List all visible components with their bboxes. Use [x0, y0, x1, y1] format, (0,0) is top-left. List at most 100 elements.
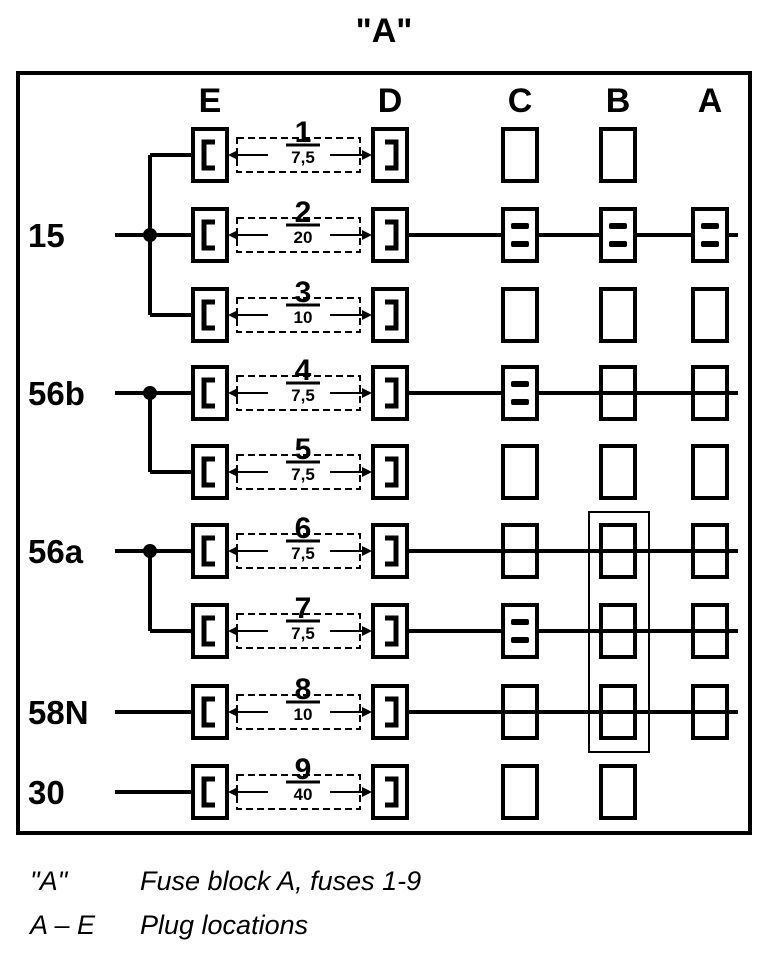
plug-box-d [371, 365, 409, 421]
terminal-label: 56a [28, 533, 84, 570]
plug-column-label: A [698, 82, 723, 120]
fuse-rating: 20 [294, 228, 313, 247]
fuse: 220 [228, 196, 372, 253]
legend-text: Plug locations [140, 910, 309, 940]
plug-box-d [371, 764, 409, 820]
plug-column-label: D [378, 82, 403, 120]
plug-box-d [371, 523, 409, 579]
arrow-right-icon [362, 546, 372, 556]
plug-box-d [371, 684, 409, 740]
plug-box-c [501, 684, 539, 740]
terminal-label: 58N [28, 694, 89, 731]
arrow-right-icon [362, 467, 372, 477]
plug-box-c [501, 287, 539, 343]
plug-box-d [371, 127, 409, 183]
plug-box-e [191, 523, 229, 579]
plug-box-b [599, 287, 637, 343]
fuse-rating: 10 [294, 308, 313, 327]
fuse: 17,5 [228, 116, 372, 173]
plug-box-d [371, 603, 409, 659]
legend-text: Fuse block A, fuses 1-9 [140, 866, 422, 896]
fuse-number: 4 [295, 354, 312, 387]
plug-box-e [191, 287, 229, 343]
legend-row-1: "A" Fuse block A, fuses 1-9 [30, 866, 421, 897]
fuse: 57,5 [228, 433, 372, 490]
plug-box-d [371, 207, 409, 263]
arrow-right-icon [362, 626, 372, 636]
fuse-rating: 7,5 [291, 148, 315, 167]
plug-box-e [191, 764, 229, 820]
diagram-title: "A" [356, 12, 413, 50]
plug-box-e [191, 207, 229, 263]
plug-box-e [191, 603, 229, 659]
plug-box-c [501, 603, 539, 659]
plug-group-outline [588, 511, 650, 753]
plug-box-c [501, 523, 539, 579]
fuse: 810 [228, 673, 372, 730]
plug-box-c [501, 444, 539, 500]
plug-box-c [501, 365, 539, 421]
plug-box-a [691, 684, 729, 740]
fuse-number: 8 [295, 673, 312, 706]
plug-box-e [191, 444, 229, 500]
plug-box-c [501, 764, 539, 820]
plug-box-a [691, 287, 729, 343]
arrow-left-icon [228, 787, 238, 797]
arrow-left-icon [228, 707, 238, 717]
arrow-right-icon [362, 310, 372, 320]
arrow-left-icon [228, 626, 238, 636]
fuse: 67,5 [228, 512, 372, 569]
arrow-right-icon [362, 150, 372, 160]
plug-column-label: E [199, 82, 222, 120]
plug-box-d [371, 287, 409, 343]
plug-box-a [691, 444, 729, 500]
plug-box-e [191, 365, 229, 421]
plug-box-b [599, 684, 637, 740]
plug-box-b [599, 523, 637, 579]
terminal-label: 30 [28, 774, 65, 811]
plug-box-e [191, 127, 229, 183]
plug-box-c [501, 127, 539, 183]
fuse-number: 5 [295, 433, 312, 466]
fuse-rating: 40 [294, 785, 313, 804]
terminal-label: 56b [28, 375, 85, 412]
arrow-right-icon [362, 230, 372, 240]
plug-box-b [599, 603, 637, 659]
fuse-block-frame [16, 71, 752, 835]
fuse-rating: 7,5 [291, 386, 315, 405]
arrow-right-icon [362, 388, 372, 398]
fuse-rating: 7,5 [291, 624, 315, 643]
arrow-left-icon [228, 230, 238, 240]
arrow-left-icon [228, 467, 238, 477]
legend-key: "A" [30, 866, 68, 896]
fuse-rating: 7,5 [291, 465, 315, 484]
plug-box-b [599, 365, 637, 421]
plug-box-a [691, 603, 729, 659]
fuse: 77,5 [228, 592, 372, 649]
fuse-number: 1 [295, 116, 312, 149]
plug-box-e [191, 684, 229, 740]
fuse: 47,5 [228, 354, 372, 411]
fuse-number: 9 [295, 753, 312, 786]
fuse: 310 [228, 276, 372, 333]
plug-box-b [599, 444, 637, 500]
plug-box-b [599, 127, 637, 183]
fuse-rating: 7,5 [291, 544, 315, 563]
terminal-label: 15 [28, 217, 65, 254]
fuse: 940 [228, 753, 372, 810]
arrow-left-icon [228, 310, 238, 320]
fuse-number: 2 [295, 196, 312, 229]
plug-box-a [691, 523, 729, 579]
fuse-rating: 10 [294, 705, 313, 724]
arrow-left-icon [228, 546, 238, 556]
fuse-number: 7 [295, 592, 312, 625]
plug-box-b [599, 207, 637, 263]
arrow-left-icon [228, 150, 238, 160]
arrow-right-icon [362, 707, 372, 717]
plug-box-b [599, 764, 637, 820]
fuse-number: 3 [295, 276, 312, 309]
plug-box-a [691, 365, 729, 421]
plug-box-d [371, 444, 409, 500]
